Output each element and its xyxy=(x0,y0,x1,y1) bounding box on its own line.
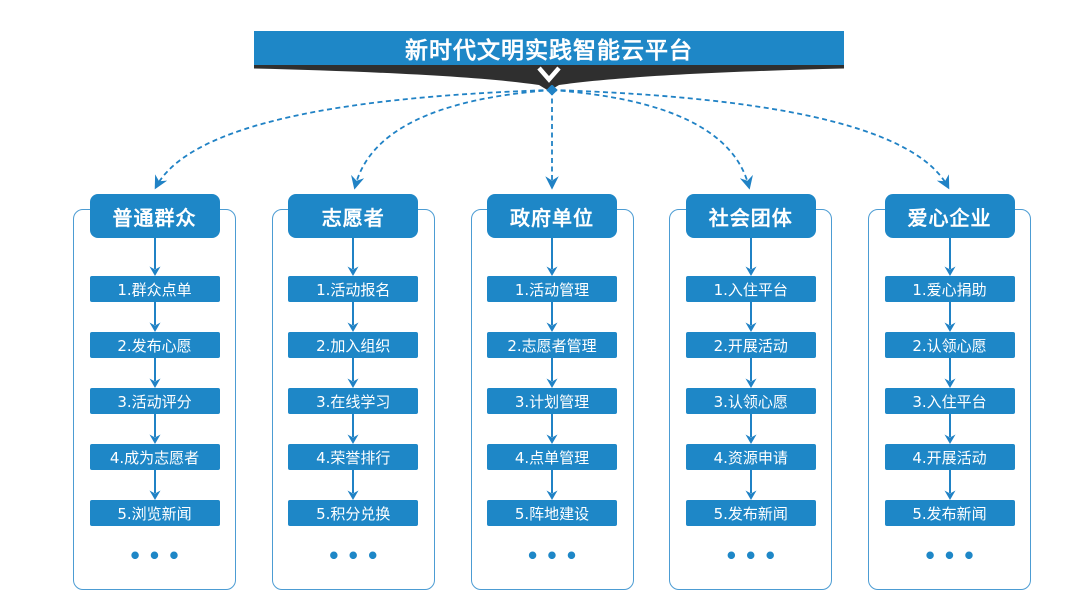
role-column: 普通群众 1.群众点单 2.发布心愿 3.活动评分 4.成为志愿者 5.浏览新闻 ••• xyxy=(73,194,236,590)
role-header: 社会团体 xyxy=(685,194,816,238)
down-arrow-icon xyxy=(347,238,359,276)
flow-step: 4.资源申请 xyxy=(685,444,816,470)
flow-step: 5.发布新闻 xyxy=(685,500,816,526)
flow-step: 2.开展活动 xyxy=(685,332,816,358)
ellipsis: ••• xyxy=(327,544,386,568)
down-arrow-icon xyxy=(347,358,359,388)
flow-step: 4.荣誉排行 xyxy=(288,444,419,470)
role-flow: 1.入住平台 2.开展活动 3.认领心愿 4.资源申请 5.发布新闻 xyxy=(685,238,816,526)
down-arrow-icon xyxy=(546,470,558,500)
down-arrow-icon xyxy=(745,414,757,444)
flow-step: 3.入住平台 xyxy=(884,388,1015,414)
down-arrow-icon xyxy=(546,358,558,388)
columns: 普通群众 1.群众点单 2.发布心愿 3.活动评分 4.成为志愿者 5.浏览新闻 •••… xyxy=(73,194,1031,590)
down-arrow-icon xyxy=(944,470,955,500)
connector-to-groups xyxy=(551,89,753,190)
role-column: 社会团体 1.入住平台 2.开展活动 3.认领心愿 4.资源申请 5.发布新闻 ••• xyxy=(669,194,833,590)
flow-step: 1.活动管理 xyxy=(487,276,617,302)
down-arrow-icon xyxy=(347,414,359,444)
ellipsis: ••• xyxy=(724,544,783,568)
role-header: 政府单位 xyxy=(487,194,617,238)
down-arrow-icon xyxy=(745,358,757,388)
down-arrow-icon xyxy=(745,470,757,500)
connector-to-enterprises xyxy=(551,89,950,190)
connector-to-volunteers xyxy=(351,89,553,190)
flow-step: 4.开展活动 xyxy=(884,444,1015,470)
down-arrow-icon xyxy=(745,302,757,332)
role-flow: 1.爱心捐助 2.认领心愿 3.入住平台 4.开展活动 5.发布新闻 xyxy=(884,238,1015,526)
role-header: 爱心企业 xyxy=(884,194,1015,238)
flow-step: 1.群众点单 xyxy=(89,276,220,302)
connector-origin-dot xyxy=(546,85,558,96)
flow-step: 5.浏览新闻 xyxy=(89,500,220,526)
role-flow: 1.活动管理 2.志愿者管理 3.计划管理 4.点单管理 5.阵地建设 xyxy=(487,238,617,526)
dashed-connector-fan xyxy=(154,85,950,190)
flow-step: 2.发布心愿 xyxy=(89,332,220,358)
flow-step: 1.入住平台 xyxy=(685,276,816,302)
role-flow: 1.活动报名 2.加入组织 3.在线学习 4.荣誉排行 5.积分兑换 xyxy=(288,238,419,526)
role-flow: 1.群众点单 2.发布心愿 3.活动评分 4.成为志愿者 5.浏览新闻 xyxy=(89,238,220,526)
flow-step: 4.成为志愿者 xyxy=(89,444,220,470)
flow-step: 2.加入组织 xyxy=(288,332,419,358)
flow-step: 3.认领心愿 xyxy=(685,388,816,414)
down-arrow-icon xyxy=(944,358,955,388)
down-arrow-icon xyxy=(149,302,160,332)
role-column: 政府单位 1.活动管理 2.志愿者管理 3.计划管理 4.点单管理 5.阵地建设 ••• xyxy=(470,194,634,590)
flow-step: 4.点单管理 xyxy=(487,444,617,470)
ellipsis: ••• xyxy=(923,544,982,568)
down-arrow-icon xyxy=(347,302,359,332)
down-arrow-icon xyxy=(745,238,757,276)
down-arrow-icon xyxy=(149,358,160,388)
chevron-down-icon xyxy=(537,66,561,83)
flow-step: 2.认领心愿 xyxy=(884,332,1015,358)
down-arrow-icon xyxy=(149,414,160,444)
role-header: 普通群众 xyxy=(89,194,220,238)
flow-step: 3.在线学习 xyxy=(288,388,419,414)
platform-title: 新时代文明实践智能云平台 xyxy=(405,38,693,64)
flow-step: 1.活动报名 xyxy=(288,276,419,302)
down-arrow-icon xyxy=(347,470,359,500)
down-arrow-icon xyxy=(546,302,558,332)
flow-step: 3.活动评分 xyxy=(89,388,220,414)
connector-to-masses xyxy=(154,89,553,190)
down-arrow-icon xyxy=(944,414,955,444)
role-header: 志愿者 xyxy=(288,194,419,238)
role-column: 志愿者 1.活动报名 2.加入组织 3.在线学习 4.荣誉排行 5.积分兑换 ••• xyxy=(271,194,435,590)
ellipsis: ••• xyxy=(525,544,585,568)
down-arrow-icon xyxy=(546,238,558,276)
flow-step: 1.爱心捐助 xyxy=(884,276,1015,302)
flow-step: 5.阵地建设 xyxy=(487,500,617,526)
flow-step: 5.积分兑换 xyxy=(288,500,419,526)
down-arrow-icon xyxy=(944,238,955,276)
down-arrow-icon xyxy=(149,470,160,500)
ribbon-arrow-icon xyxy=(254,65,844,91)
down-arrow-icon xyxy=(546,414,558,444)
ellipsis: ••• xyxy=(128,544,187,568)
platform-title-banner: 新时代文明实践智能云平台 xyxy=(254,31,844,65)
down-arrow-icon xyxy=(944,302,955,332)
role-column: 爱心企业 1.爱心捐助 2.认领心愿 3.入住平台 4.开展活动 5.发布新闻 ••• xyxy=(868,194,1031,590)
flow-step: 3.计划管理 xyxy=(487,388,617,414)
flow-step: 5.发布新闻 xyxy=(884,500,1015,526)
flow-step: 2.志愿者管理 xyxy=(487,332,617,358)
down-arrow-icon xyxy=(149,238,160,276)
